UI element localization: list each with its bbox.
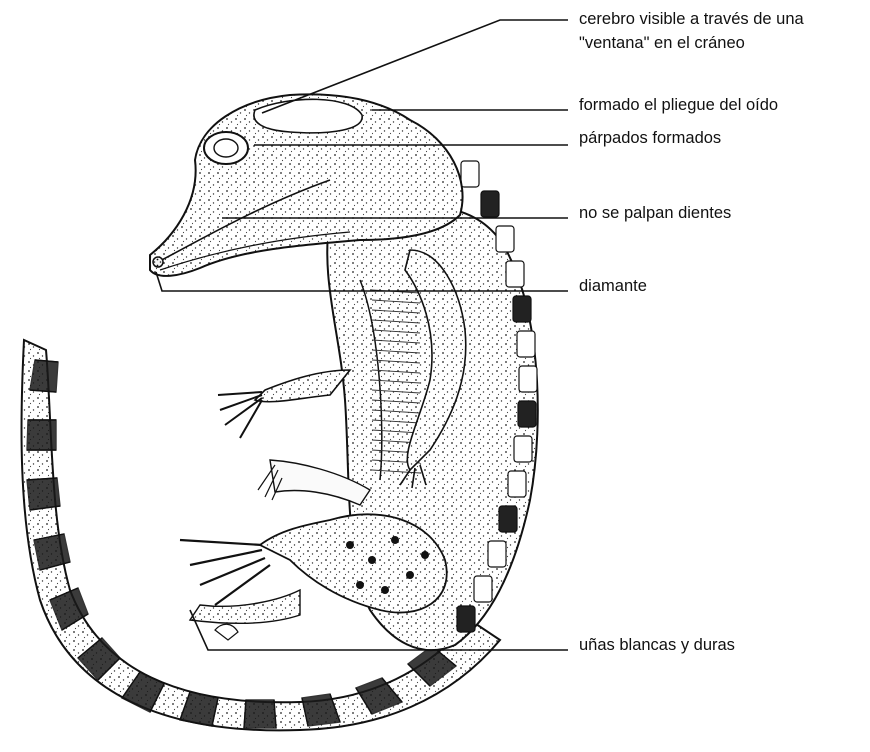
front-leg: [218, 370, 350, 438]
label-diamond: diamante: [579, 275, 647, 297]
brain-window: [254, 99, 362, 133]
label-teeth: no se palpan dientes: [579, 202, 731, 224]
eye: [204, 132, 248, 164]
label-brain-line-1: cerebro visible a través de una: [579, 8, 804, 30]
label-ear-fold: formado el pliegue del oído: [579, 94, 778, 116]
label-brain-line-2: "ventana" en el cráneo: [579, 32, 745, 54]
label-claws: uñas blancas y duras: [579, 634, 735, 656]
label-eyelids: párpados formados: [579, 127, 721, 149]
